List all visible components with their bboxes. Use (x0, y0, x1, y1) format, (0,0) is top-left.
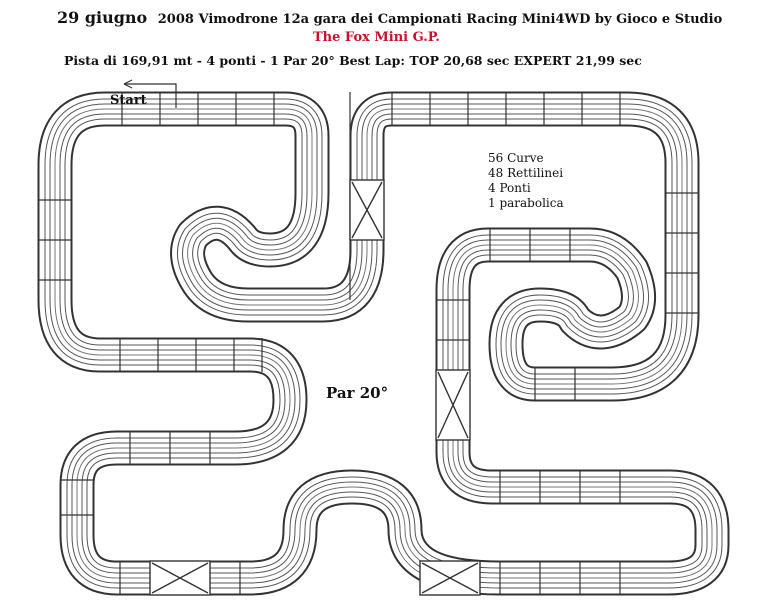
event-date: 29 giugno (57, 8, 148, 27)
event-subtitle: The Fox Mini G.P. (313, 30, 440, 45)
part-counts: 56 Curve 48 Rettilinei 4 Ponti 1 parabol… (488, 151, 564, 210)
bridge-bottom-left (149, 560, 211, 596)
stat-straights: 48 Rettilinei (488, 166, 563, 180)
event-description: 2008 Vimodrone 12a gara dei Campionati R… (157, 12, 723, 27)
stat-curves: 56 Curve (488, 151, 544, 165)
track-info: Pista di 169,91 mt - 4 ponti - 1 Par 20°… (64, 53, 642, 68)
start-label: Start (110, 93, 147, 108)
straight-segment-dividers (38, 92, 699, 595)
header: 29 giugno 2008 Vimodrone 12a gara dei Ca… (0, 0, 780, 80)
stat-bridges: 4 Ponti (488, 181, 531, 195)
bridge-lane-changes (149, 179, 481, 596)
stat-banked-curve: 1 parabolica (488, 196, 564, 210)
par-label: Par 20° (326, 384, 388, 402)
bridge-bottom-right (419, 560, 481, 596)
bridge-right-middle (435, 369, 471, 441)
event-title: 29 giugno 2008 Vimodrone 12a gara dei Ca… (57, 8, 722, 27)
bridge-top-center (349, 179, 385, 241)
start-marker: Start (110, 79, 177, 108)
